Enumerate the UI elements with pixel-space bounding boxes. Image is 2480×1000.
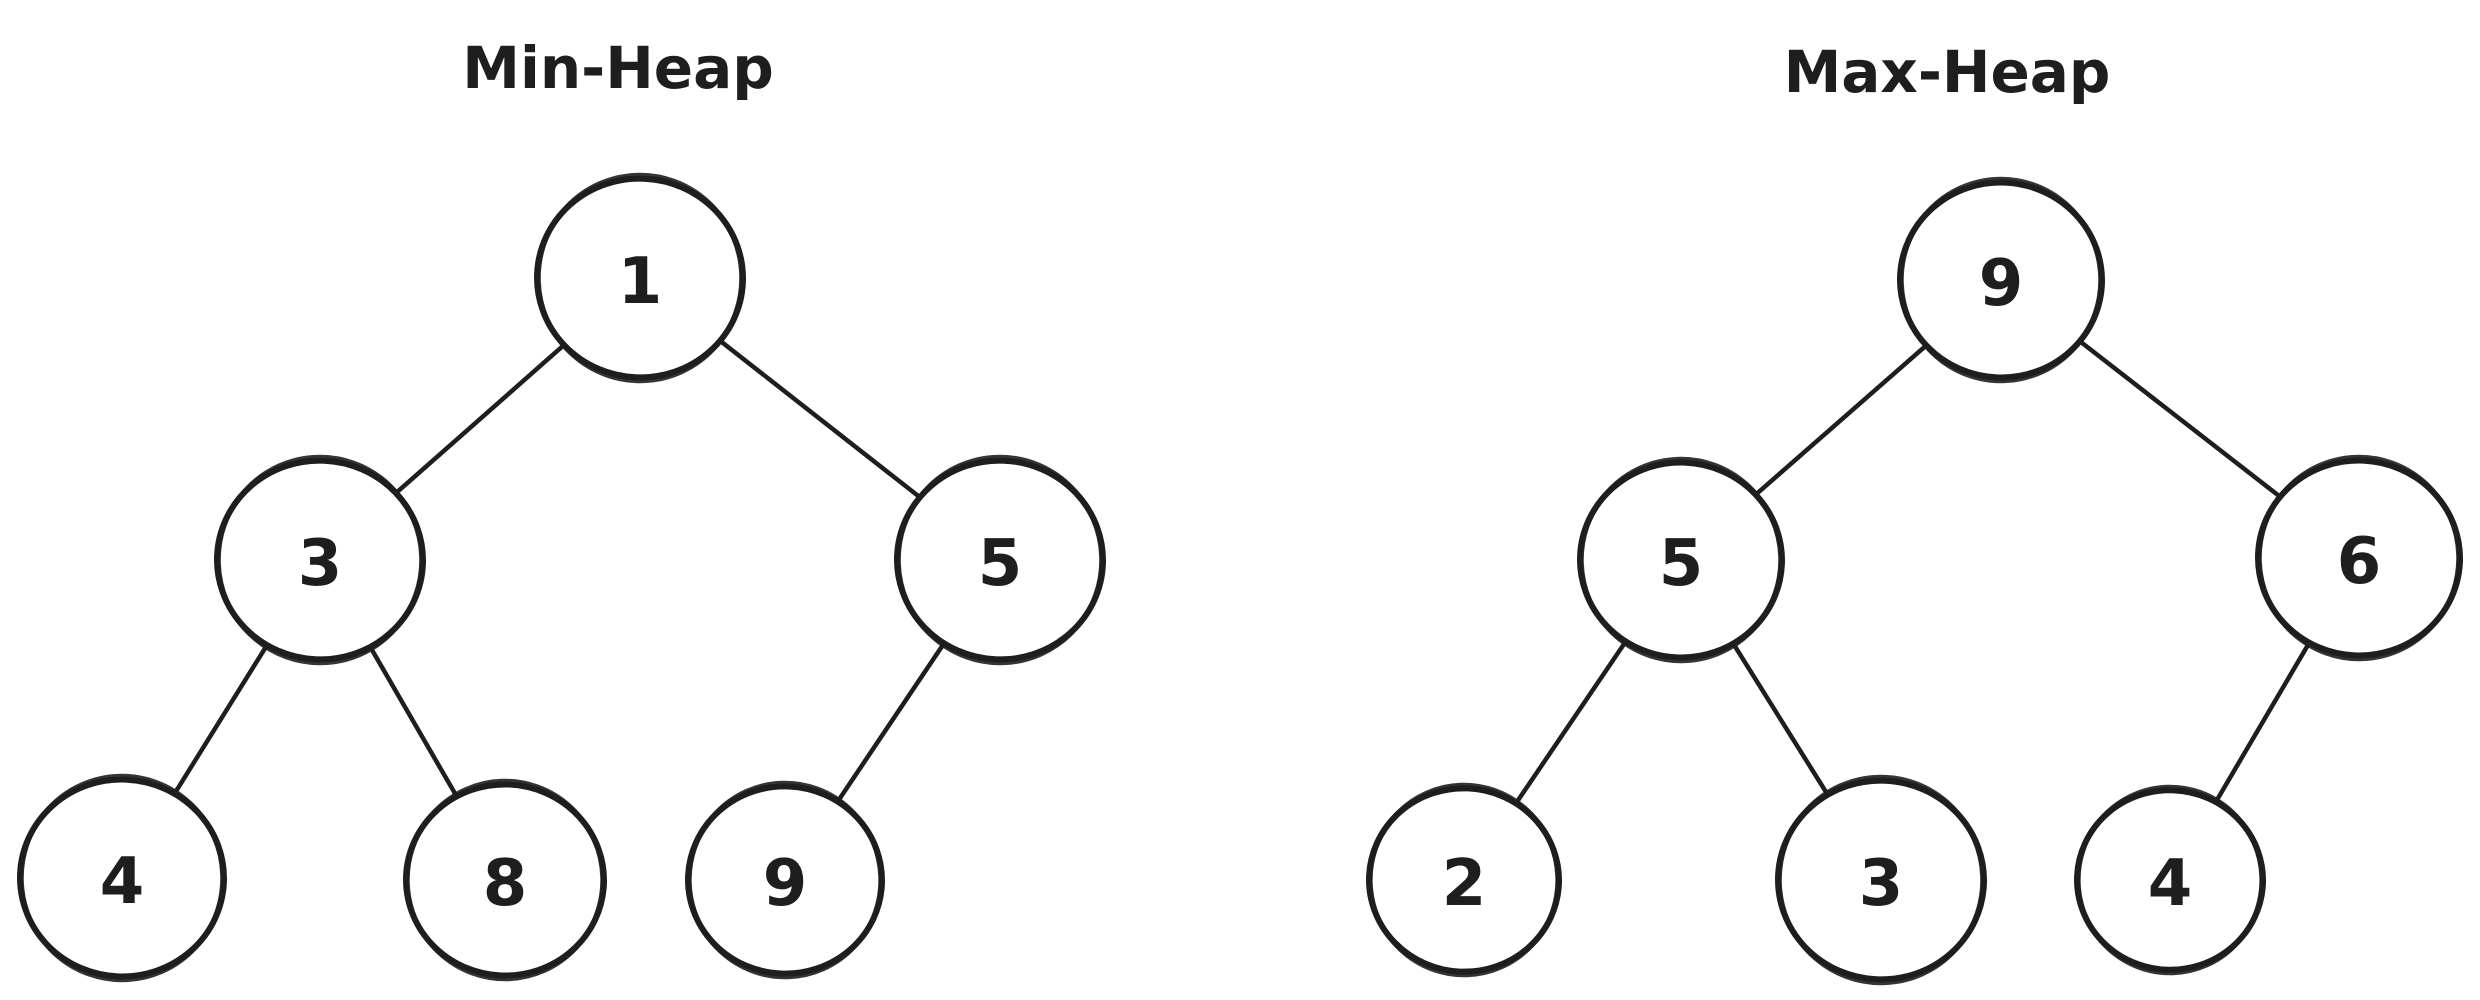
max-heap-node-3[interactable]: 3 [1774, 774, 1988, 987]
max-heap-node-5[interactable]: 5 [1576, 456, 1786, 665]
max-heap-node-9[interactable]: 9 [1896, 176, 2106, 385]
node-value: 5 [978, 527, 1023, 601]
node-value: 4 [2148, 847, 2193, 921]
node-circle-outline [1899, 176, 2103, 384]
node-circle-outline [2257, 454, 2461, 662]
max-heap-tree: 9 5 6 2 3 4 Max-Heap [1365, 38, 2464, 987]
node-circle-outline [896, 454, 1104, 666]
min-heap-node-5[interactable]: 5 [893, 454, 1107, 667]
node-value: 6 [2337, 525, 2382, 599]
min-heap-node-4[interactable]: 4 [16, 773, 228, 984]
max-heap-node-6[interactable]: 6 [2254, 454, 2464, 663]
node-circle-outline [1777, 774, 1985, 986]
max-heap-title[interactable]: Max-Heap [1784, 38, 2111, 106]
min-heap-node-9[interactable]: 9 [684, 780, 886, 981]
node-value: 4 [100, 845, 145, 919]
node-value: 9 [1979, 247, 2024, 321]
node-circle-outline [405, 778, 605, 982]
min-heap-tree: 1 3 5 4 8 9 Min-Heap [16, 34, 1107, 984]
node-value: 2 [1442, 847, 1487, 921]
min-heap-node-1[interactable]: 1 [533, 172, 747, 385]
min-heap-node-3[interactable]: 3 [213, 454, 427, 667]
node-circle-outline [2076, 784, 2264, 976]
node-value: 8 [483, 847, 528, 921]
min-heap-title[interactable]: Min-Heap [462, 34, 774, 102]
node-value: 9 [763, 847, 808, 921]
node-circle-outline [687, 780, 883, 980]
node-value: 5 [1659, 527, 1704, 601]
node-circle-outline [536, 172, 744, 384]
min-heap-node-8[interactable]: 8 [402, 778, 608, 983]
node-circle-outline [1579, 456, 1783, 664]
node-circle-outline [19, 773, 225, 983]
node-circle-outline [1368, 782, 1560, 978]
max-heap-node-2[interactable]: 2 [1365, 782, 1563, 978]
node-circle-outline [216, 454, 424, 666]
node-value: 3 [1859, 847, 1904, 921]
node-value: 1 [618, 245, 663, 319]
max-heap-node-4[interactable]: 4 [2073, 784, 2267, 976]
node-value: 3 [298, 527, 343, 601]
